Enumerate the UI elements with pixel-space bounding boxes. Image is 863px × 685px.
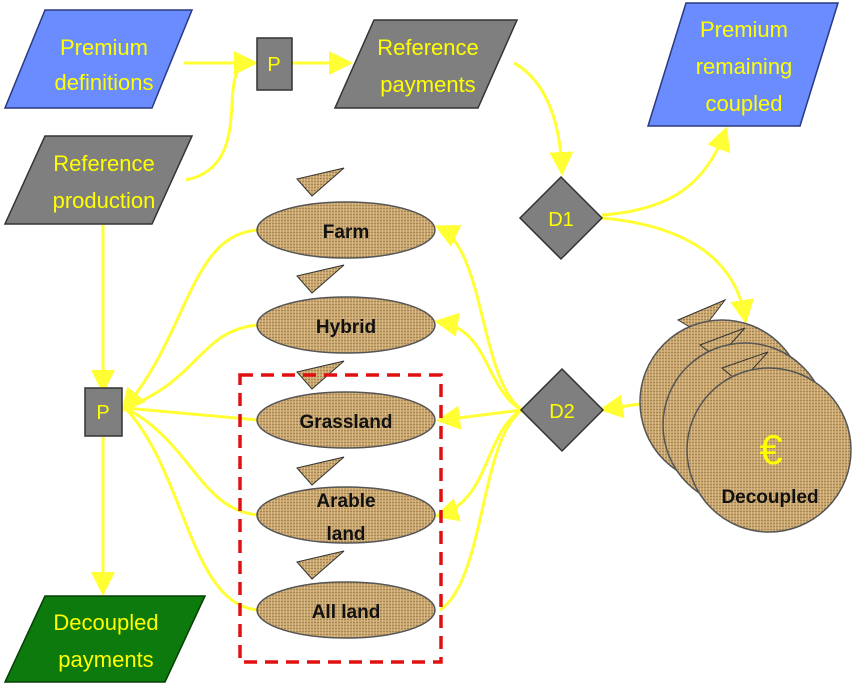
connector-reference-payments-to-d1 [513, 61, 574, 176]
connector-d1-to-decoupled [601, 216, 755, 324]
connector-d2-to-arable [434, 408, 523, 522]
connectors [91, 51, 755, 612]
selection-dashed-box [238, 373, 443, 664]
land-hybrid: Hybrid [256, 264, 436, 354]
decoupled-stack-label: Decoupled [721, 487, 818, 508]
process-left: P [84, 387, 123, 437]
connector-d2-to-grassland [436, 405, 523, 430]
land-farm-label: Farm [323, 222, 369, 243]
process-top-label: P [267, 54, 280, 76]
process-top: P [256, 37, 293, 91]
premium-definitions-line1: Premium [60, 35, 148, 60]
connector-farm-to-p [121, 228, 259, 413]
land-grassland-label: Grassland [300, 412, 393, 433]
connector-d2-to-farm [434, 225, 523, 412]
land-arable: Arable land [256, 456, 436, 545]
decoupled-coin-stack: € Decoupled [639, 298, 852, 533]
connector-d1-to-premium-coupled [601, 126, 730, 217]
connector-grassland-to-p [124, 406, 259, 422]
connector-decoupled-to-d2 [599, 394, 641, 419]
connector-d2-to-hybrid [434, 313, 523, 412]
decision-d1-label: D1 [548, 209, 574, 231]
connector-arable-to-p [124, 406, 259, 517]
decision-d2-label: D2 [549, 401, 575, 423]
premium-definitions-line2: definitions [54, 70, 153, 95]
reference-production-line1: Reference [53, 151, 155, 176]
decision-d1: D1 [518, 175, 604, 261]
connector-hybrid-to-p [124, 323, 259, 410]
reference-payments: Reference payments [333, 19, 519, 109]
connector-all-land-to-p [123, 406, 259, 612]
premium-remaining-coupled: Premium remaining coupled [646, 2, 840, 127]
premium-remaining-coupled-line1: Premium [700, 17, 788, 42]
process-left-label: P [96, 402, 109, 424]
premium-remaining-coupled-line2: remaining [696, 54, 793, 79]
decoupled-payments: Decoupled payments [3, 595, 207, 683]
connector-reference-production-to-p [185, 61, 253, 182]
premium-definitions: Premium definitions [3, 9, 194, 109]
reference-production: Reference production [3, 135, 194, 225]
land-hybrid-label: Hybrid [316, 317, 376, 338]
euro-icon: € [759, 426, 782, 473]
decision-d2: D2 [519, 367, 605, 453]
reference-payments-line2: payments [380, 72, 475, 97]
land-all: All land [256, 550, 436, 639]
decoupled-payments-line1: Decoupled [53, 610, 158, 635]
land-farm: Farm [256, 167, 436, 259]
land-all-label: All land [312, 602, 381, 623]
decoupled-payments-line2: payments [58, 647, 153, 672]
land-arable-line1: Arable [316, 491, 375, 512]
reference-payments-line1: Reference [377, 35, 479, 60]
premium-remaining-coupled-line3: coupled [705, 91, 782, 116]
land-arable-line2: land [326, 524, 365, 545]
connector-d2-to-all-land [439, 408, 523, 612]
reference-production-line2: production [53, 188, 156, 213]
land-grassland: Grassland [256, 360, 436, 449]
